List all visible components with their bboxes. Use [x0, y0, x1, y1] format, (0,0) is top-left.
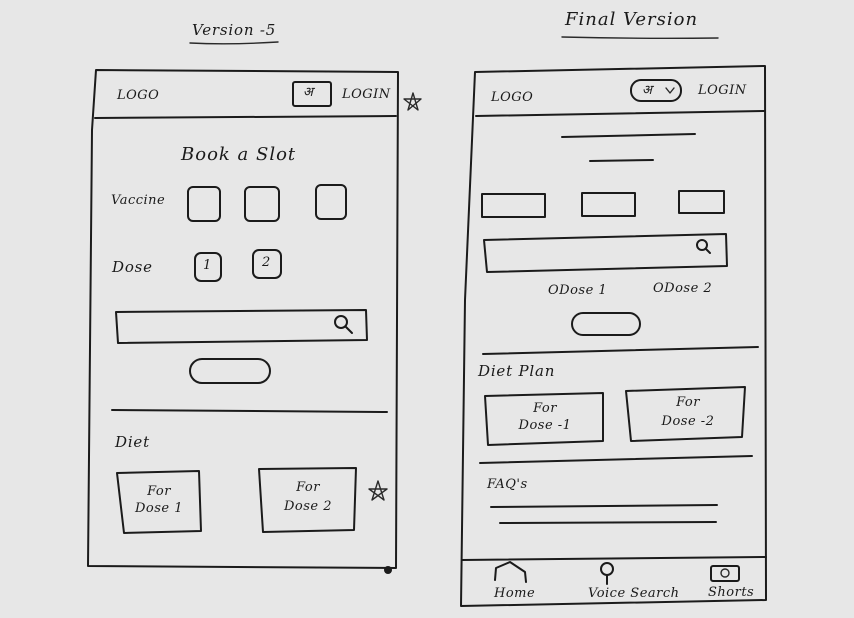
login-link-final[interactable]: LOGIN: [698, 83, 747, 98]
home-icon[interactable]: [494, 561, 527, 583]
nav-home-label[interactable]: Home: [494, 586, 536, 601]
diet-card-dose-2[interactable]: [258, 467, 357, 533]
subtitle-placeholder-line: [589, 159, 654, 162]
nav-voice-search-label[interactable]: Voice Search: [588, 586, 680, 601]
search-bar-final[interactable]: [483, 233, 728, 273]
dose-option-1-final[interactable]: ODose 1: [548, 283, 608, 298]
phone-frame: [87, 69, 399, 569]
final-version-heading: Final Version: [565, 9, 699, 30]
heading-underline-final: [561, 36, 719, 40]
section-divider: [111, 409, 388, 413]
diet-card-1-final-line-1: For: [533, 401, 557, 416]
search-icon-final-handle: [705, 248, 711, 254]
vaccine-option-2-final[interactable]: [581, 192, 636, 217]
dose-option-2[interactable]: [252, 249, 282, 279]
vaccine-option-2[interactable]: [244, 186, 280, 222]
search-bar[interactable]: [115, 309, 368, 344]
final-version-wireframe: [460, 36, 767, 607]
diet-card-1-line-1: For: [147, 484, 171, 499]
title-placeholder-line: [561, 133, 696, 138]
submit-button[interactable]: [189, 358, 271, 384]
submit-button-final[interactable]: [571, 312, 641, 336]
diet-card-2-line-2: Dose 2: [283, 499, 333, 514]
star-mark-2: [368, 480, 388, 501]
diet-card-1-final-line-2: Dose -1: [518, 418, 572, 433]
logo-final: LOGO: [491, 90, 534, 105]
diet-card-2-final-line-2: Dose -2: [661, 414, 715, 429]
faq-label: FAQ's: [487, 477, 528, 492]
camera-icon-lens: [720, 568, 730, 578]
vaccine-option-3[interactable]: [315, 184, 347, 220]
diet-label: Diet: [115, 433, 150, 451]
search-icon-final: [696, 239, 708, 251]
diet-card-2-final-line-1: For: [676, 395, 700, 410]
vaccine-option-3-final[interactable]: [678, 190, 725, 214]
star-mark: [403, 92, 422, 111]
dose-option-1[interactable]: [194, 252, 222, 282]
version-5-wireframe: [87, 41, 422, 574]
diet-card-dose-1[interactable]: [116, 470, 202, 534]
faq-divider: [479, 455, 753, 464]
version-5-heading: Version -5: [192, 21, 277, 39]
language-button[interactable]: [292, 81, 332, 107]
language-dropdown[interactable]: [630, 79, 682, 102]
dose-label: Dose: [112, 258, 153, 276]
diet-card-1-line-2: Dose 1: [134, 501, 184, 516]
microphone-icon[interactable]: [600, 562, 614, 576]
chevron-down-icon: [665, 87, 675, 94]
search-icon-handle: [345, 326, 353, 334]
diet-card-dose-2-final[interactable]: [625, 386, 746, 442]
header-divider-final: [475, 110, 765, 117]
logo: LOGO: [117, 88, 160, 103]
search-icon: [334, 315, 348, 329]
language-glyph-final: अ: [642, 83, 653, 98]
faq-line-2: [499, 521, 717, 524]
faq-line-1: [490, 504, 718, 508]
section-divider-final: [482, 346, 759, 355]
diet-card-dose-1-final[interactable]: [484, 392, 604, 446]
vaccine-option-1-final[interactable]: [481, 193, 546, 218]
diet-card-2-line-1: For: [296, 480, 320, 495]
dose-option-2-label: 2: [262, 255, 271, 270]
diet-plan-label: Diet Plan: [478, 362, 556, 380]
dose-option-1-label: 1: [203, 258, 212, 273]
header-divider: [94, 115, 397, 119]
vaccine-option-1[interactable]: [187, 186, 221, 222]
language-glyph: अ: [303, 85, 314, 100]
ink-dot: [384, 566, 392, 574]
phone-frame-final: [460, 65, 767, 607]
bottom-nav-divider: [461, 556, 767, 561]
page-title: Book a Slot: [181, 144, 297, 165]
nav-shorts-label[interactable]: Shorts: [708, 585, 755, 600]
camera-icon[interactable]: [710, 565, 740, 582]
login-link[interactable]: LOGIN: [342, 87, 391, 102]
dose-option-2-final[interactable]: ODose 2: [653, 281, 713, 296]
vaccine-label: Vaccine: [111, 193, 166, 208]
heading-underline: [189, 41, 279, 45]
